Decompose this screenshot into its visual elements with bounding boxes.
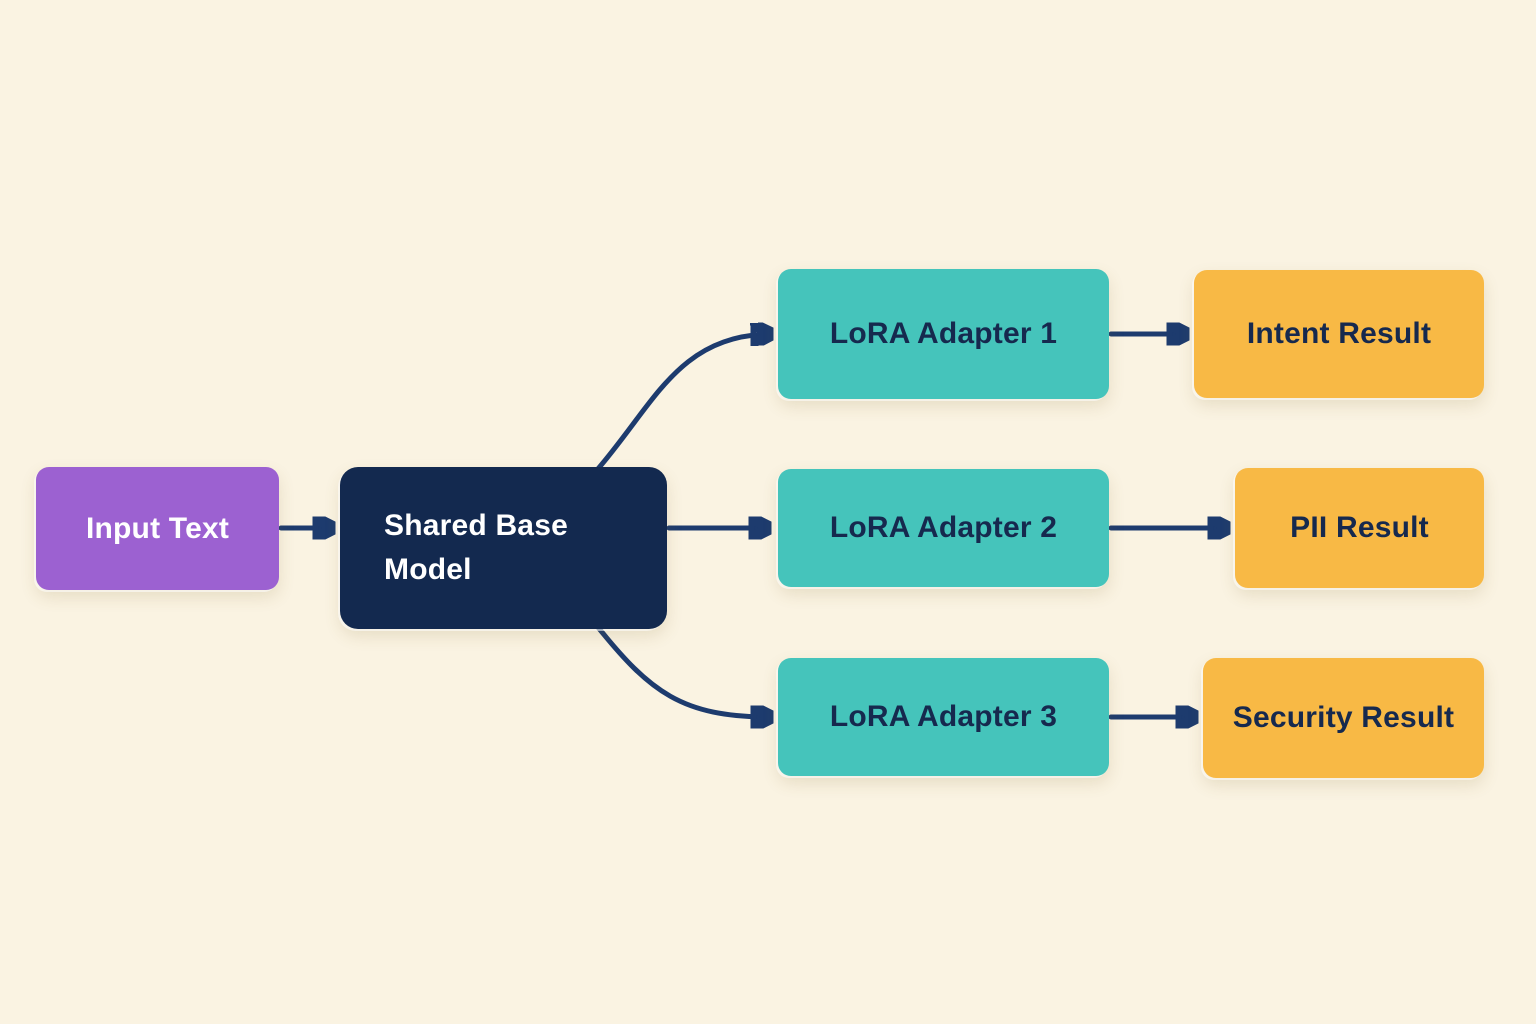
node-lora-adapter-1-label: LoRA Adapter 1: [829, 317, 1058, 350]
node-lora-adapter-3-label: LoRA Adapter 3: [829, 700, 1058, 733]
node-lora-adapter-2-label: LoRA Adapter 2: [829, 511, 1058, 544]
node-shared-base-model: Shared Base Model: [340, 467, 667, 629]
node-lora-adapter-3: LoRA Adapter 3: [778, 658, 1109, 776]
node-lora-adapter-2: LoRA Adapter 2: [778, 469, 1109, 587]
node-security-result-label: Security Result: [1232, 701, 1455, 734]
edge-base-to-adapter1: [594, 334, 770, 473]
node-intent-result: Intent Result: [1194, 270, 1484, 398]
node-pii-result: PII Result: [1235, 468, 1484, 588]
node-security-result: Security Result: [1203, 658, 1484, 778]
node-intent-result-label: Intent Result: [1246, 317, 1432, 350]
edge-base-to-adapter3: [594, 623, 770, 717]
node-pii-result-label: PII Result: [1290, 511, 1429, 544]
node-lora-adapter-1: LoRA Adapter 1: [778, 269, 1109, 399]
node-input-text: Input Text: [36, 467, 279, 590]
node-shared-base-model-label: Shared Base Model: [384, 509, 568, 586]
node-input-text-label: Input Text: [85, 511, 230, 545]
